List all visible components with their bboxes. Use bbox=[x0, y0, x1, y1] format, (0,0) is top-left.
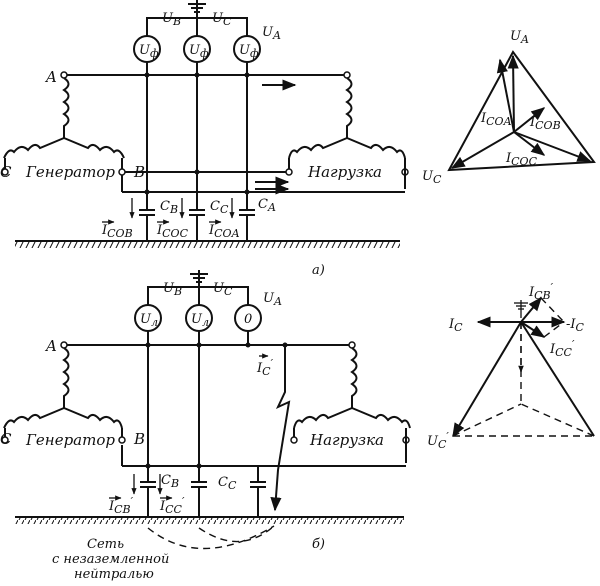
load-a: Нагрузка bbox=[285, 77, 409, 189]
generator-label-b: Генератор bbox=[25, 431, 115, 449]
load-label-a: Нагрузка bbox=[307, 163, 382, 181]
phasor-a-uc: UC bbox=[422, 169, 442, 186]
node-b-label-a: B bbox=[133, 163, 145, 181]
caption-b: б) bbox=[312, 537, 325, 552]
phasor-a-icoc: ICOC bbox=[505, 151, 538, 168]
svg-text:Uл: Uл bbox=[140, 312, 158, 329]
phasor-a-icoa: ICOA bbox=[480, 111, 512, 128]
voltmeter-c-b: Uл bbox=[185, 304, 213, 332]
ground-symbol-a bbox=[188, 0, 206, 16]
diagram-b: Uл Uл 0 UB UC UA A B C bbox=[0, 270, 411, 582]
phasor-a: UA UC ICOA ICOB ICOC bbox=[422, 29, 596, 186]
label-cb-a: CB bbox=[160, 199, 178, 216]
caption-a: а) bbox=[312, 263, 325, 278]
svg-text:0: 0 bbox=[244, 312, 252, 327]
ground-symbol-phasor bbox=[514, 300, 528, 318]
label-cc-a: CC bbox=[210, 199, 229, 216]
label-cb-b: CB bbox=[161, 473, 179, 490]
node-a-label-a: A bbox=[44, 68, 57, 86]
label-ua-b: UA bbox=[263, 291, 282, 308]
ground-symbol-b bbox=[190, 270, 208, 285]
voltmeter-c-a: Uф bbox=[183, 35, 211, 63]
label-icb-b: ICB′ bbox=[108, 495, 134, 516]
label-icc-b: ICC′ bbox=[159, 495, 185, 516]
network-label-2: с незаземленной bbox=[52, 552, 169, 567]
label-fault-current: IC′ bbox=[256, 357, 274, 378]
svg-text:Uл: Uл bbox=[191, 312, 209, 329]
label-uc-b: UC bbox=[213, 281, 233, 298]
phasor-b-minus-ic: -IC bbox=[566, 317, 585, 334]
svg-text:Uф: Uф bbox=[239, 43, 259, 60]
network-label-1: Сеть bbox=[87, 537, 124, 552]
voltmeter-a-a: Uф bbox=[233, 35, 261, 63]
generator-b: Генератор bbox=[1, 347, 126, 450]
capacitors-a bbox=[129, 198, 255, 240]
capacitors-b bbox=[131, 466, 266, 516]
phasor-b-icb: ICB′ bbox=[528, 281, 554, 302]
label-icob-a: ICOB bbox=[101, 223, 133, 240]
label-ua-a: UA bbox=[262, 25, 281, 42]
node-b-label-b: B bbox=[133, 430, 145, 448]
label-uc-a: UC bbox=[212, 11, 232, 28]
label-icoa-a: ICOA bbox=[208, 223, 240, 240]
phasor-b: ICB′ ICC′ IC -IC UC′ bbox=[427, 281, 595, 451]
phasor-b-ic: IC bbox=[448, 317, 463, 334]
load-b: Нагрузка bbox=[290, 347, 411, 463]
phasor-a-icob: ICOB bbox=[529, 115, 561, 132]
load-label-b: Нагрузка bbox=[309, 431, 384, 449]
diagram-a: Uф Uф Uф UB UC UA A B C bbox=[0, 0, 409, 278]
network-label-3: нейтралью bbox=[74, 567, 154, 582]
voltmeter-a-b: 0 bbox=[234, 304, 262, 332]
voltmeter-b-a: Uф bbox=[133, 35, 161, 63]
label-cc-b: CC bbox=[218, 475, 237, 492]
generator-label-a: Генератор bbox=[25, 163, 115, 181]
svg-text:Uф: Uф bbox=[189, 43, 209, 60]
phasor-b-uc: UC′ bbox=[427, 430, 449, 451]
phasor-b-icc: ICC′ bbox=[549, 338, 575, 359]
phasor-a-ua: UA bbox=[510, 29, 529, 46]
generator-a: Генератор bbox=[1, 77, 126, 182]
node-a-label-b: A bbox=[44, 337, 57, 355]
label-icoc-a: ICOC bbox=[156, 223, 189, 240]
label-ca-a: CA bbox=[258, 197, 276, 214]
label-ub-b: UB bbox=[163, 281, 182, 298]
voltmeter-b-b: Uл bbox=[134, 304, 162, 332]
fault-path bbox=[259, 345, 291, 512]
svg-text:Uф: Uф bbox=[139, 43, 159, 60]
label-ub-a: UB bbox=[162, 11, 181, 28]
